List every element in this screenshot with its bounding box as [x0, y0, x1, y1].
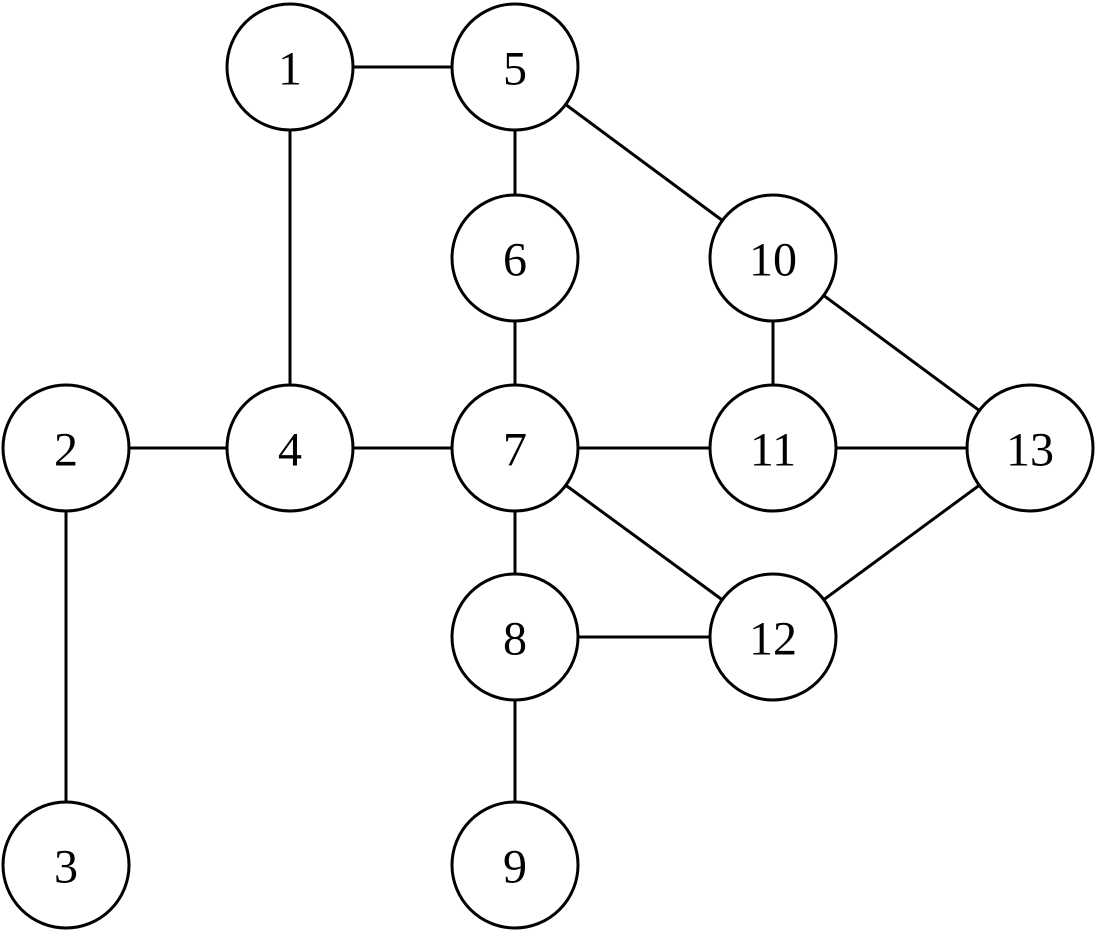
node-label: 8: [503, 613, 527, 666]
node-label: 3: [54, 841, 78, 894]
node-circle: [1, 383, 131, 513]
node-label: 11: [750, 424, 796, 477]
node-circle: [708, 193, 838, 323]
node-circle: [225, 2, 355, 132]
node-12: 12: [708, 572, 838, 702]
node-circle: [450, 383, 580, 513]
node-label: 5: [503, 43, 527, 96]
node-circle: [965, 383, 1095, 513]
node-circle: [450, 193, 580, 323]
node-circle: [450, 800, 580, 930]
node-label: 1: [278, 43, 302, 96]
node-circle: [1, 800, 131, 930]
node-circle: [708, 572, 838, 702]
node-2: 2: [1, 383, 131, 513]
node-3: 3: [1, 800, 131, 930]
node-label: 12: [749, 613, 797, 666]
node-label: 4: [278, 424, 302, 477]
node-label: 2: [54, 424, 78, 477]
node-circle: [708, 383, 838, 513]
node-circle: [225, 383, 355, 513]
node-13: 13: [965, 383, 1095, 513]
edge-10-13: [822, 293, 981, 413]
node-6: 6: [450, 193, 580, 323]
node-label: 10: [749, 234, 797, 287]
node-circle: [450, 572, 580, 702]
node-4: 4: [225, 383, 355, 513]
edge-12-13: [822, 483, 981, 602]
edges-layer: [64, 65, 981, 804]
node-8: 8: [450, 572, 580, 702]
node-9: 9: [450, 800, 580, 930]
node-10: 10: [708, 193, 838, 323]
node-circle: [450, 2, 580, 132]
node-label: 6: [503, 234, 527, 287]
node-7: 7: [450, 383, 580, 513]
node-1: 1: [225, 2, 355, 132]
node-label: 9: [503, 841, 527, 894]
edge-7-12: [564, 483, 724, 602]
node-5: 5: [450, 2, 580, 132]
edge-5-10: [564, 102, 724, 223]
node-label: 13: [1006, 424, 1054, 477]
node-11: 11: [708, 383, 838, 513]
node-label: 7: [503, 424, 527, 477]
